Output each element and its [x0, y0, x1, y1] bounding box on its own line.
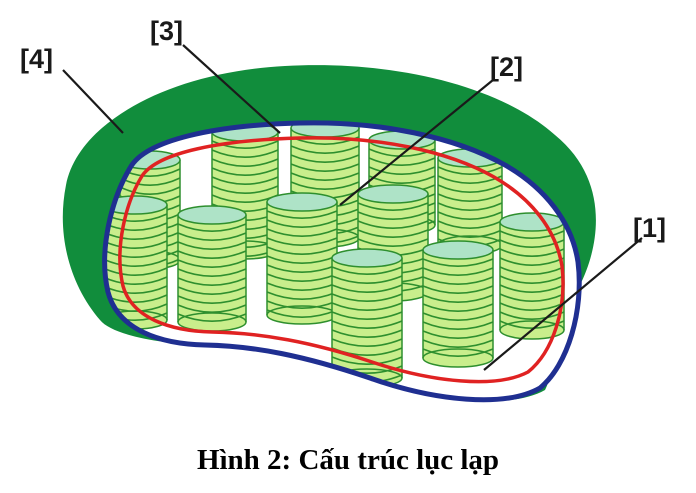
granum-stack — [104, 195, 168, 330]
granum-stack — [177, 205, 247, 332]
label-3: [3] — [150, 16, 183, 46]
leader-line-4 — [62, 69, 124, 134]
label-4: [4] — [20, 44, 53, 74]
leader-line-1 — [483, 237, 643, 371]
granum-stack — [422, 240, 494, 368]
outer-membrane-line — [102, 120, 582, 403]
label-2: [2] — [490, 52, 523, 82]
inner-membrane-line — [118, 136, 565, 384]
leader-line-2 — [339, 79, 494, 206]
granum-stack — [499, 212, 565, 340]
granum-stack — [266, 192, 338, 325]
label-1: [1] — [633, 213, 666, 243]
leader-line-3 — [182, 44, 281, 134]
chloroplast-diagram: [4] [3] [2] [1] — [20, 16, 666, 403]
figure-caption: Hình 2: Cấu trúc lục lạp — [196, 444, 500, 476]
